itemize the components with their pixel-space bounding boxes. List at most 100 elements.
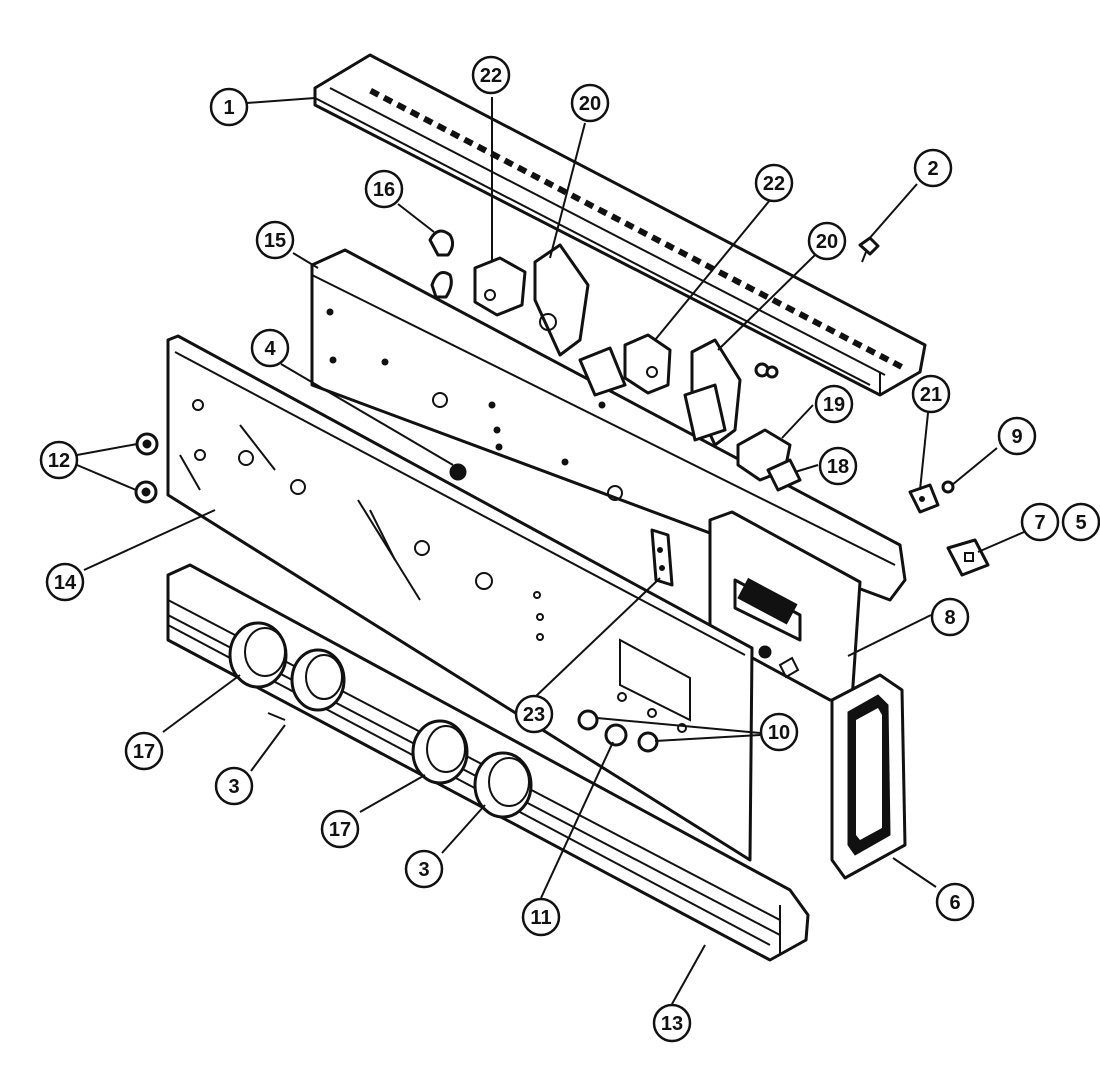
callout-number: 22	[763, 173, 785, 195]
vent-slot	[758, 290, 769, 300]
vent-slot	[798, 311, 810, 321]
vent-slot	[570, 192, 582, 203]
callout-number: 7	[1034, 512, 1045, 534]
callout-number: 13	[661, 1013, 683, 1035]
callout-circle	[209, 87, 249, 127]
nuts-12	[134, 432, 159, 504]
callout-number: 3	[228, 776, 239, 798]
vent-slot	[503, 157, 515, 168]
vent-slot	[637, 227, 649, 238]
callout-c10: 10	[759, 712, 799, 752]
callout-circle	[255, 220, 295, 260]
tab-3	[267, 712, 286, 721]
small-connector	[754, 362, 779, 379]
vent-slot	[409, 108, 421, 119]
vent-slot	[476, 143, 488, 154]
callout-circle	[404, 849, 444, 889]
callout-c22a: 22	[471, 55, 511, 95]
vent-slot	[825, 325, 836, 335]
callout-number: 14	[54, 572, 77, 594]
callout-labels: 1233456789101112131415161717181920202122…	[39, 55, 1100, 1043]
vent-slot	[516, 164, 528, 175]
vent-slot	[382, 94, 394, 105]
vent-slot	[650, 234, 662, 244]
buttons-10-11	[577, 709, 659, 753]
callout-circle	[514, 694, 554, 734]
callout-circle	[759, 712, 799, 752]
callout-number: 20	[579, 93, 601, 115]
callout-c8: 8	[930, 597, 970, 637]
vent-slot	[878, 353, 890, 363]
callout-c20a: 20	[570, 83, 610, 123]
callout-number: 9	[1011, 426, 1022, 448]
vent-slot	[463, 136, 474, 147]
callout-number: 10	[768, 722, 790, 744]
vent-slot	[623, 220, 635, 231]
callout-c19: 19	[814, 384, 854, 424]
callout-number: 3	[418, 859, 429, 881]
callout-c6: 6	[935, 882, 975, 922]
callout-c15: 15	[255, 220, 295, 260]
rear-control-panel	[310, 248, 907, 602]
callout-c20b: 20	[807, 221, 847, 261]
callout-number: 8	[944, 607, 955, 629]
vent-slot	[597, 206, 608, 217]
callout-c13: 13	[652, 1003, 692, 1043]
plate-23	[650, 528, 674, 587]
callout-c17a: 17	[124, 731, 164, 771]
callout-circle	[320, 809, 360, 849]
switch-22-right	[623, 333, 672, 395]
callout-c18: 18	[818, 446, 858, 486]
callout-number: 22	[480, 65, 502, 87]
bracket-18	[766, 458, 802, 492]
callout-circle	[1020, 502, 1060, 542]
callout-number: 18	[827, 456, 849, 478]
callout-number: 21	[920, 384, 942, 406]
callout-c14: 14	[45, 562, 85, 602]
callout-number: 2	[927, 158, 938, 180]
top-trim-strip	[313, 53, 927, 397]
callout-number: 4	[264, 338, 276, 360]
callout-c22b: 22	[754, 163, 794, 203]
callout-circle	[39, 440, 79, 480]
lens-frame-6	[830, 673, 907, 880]
vent-slot	[543, 178, 555, 189]
screw-2	[858, 236, 880, 263]
vent-slot	[892, 359, 903, 370]
callout-c1: 1	[209, 87, 249, 127]
callout-number: 15	[264, 230, 286, 252]
callout-circle	[250, 328, 290, 368]
callout-c3a: 3	[214, 766, 254, 806]
callout-circle	[570, 83, 610, 123]
callout-number: 20	[816, 231, 838, 253]
callout-number: 17	[329, 819, 351, 841]
callout-circle	[930, 597, 970, 637]
switch-22-left	[473, 256, 527, 317]
vent-slot	[744, 283, 756, 293]
infinite-switch-20-left	[533, 243, 590, 357]
callout-c4: 4	[250, 328, 290, 368]
plate-21	[908, 483, 940, 514]
knob-3-left	[290, 648, 346, 712]
callout-circle	[935, 882, 975, 922]
callout-circle	[997, 416, 1037, 456]
callout-circle	[521, 897, 561, 937]
callout-circle	[45, 562, 85, 602]
front-panel-14	[166, 334, 754, 862]
vent-slot	[369, 87, 380, 98]
callout-circle	[214, 766, 254, 806]
callout-c5: 5	[1061, 502, 1100, 542]
callout-circle	[814, 384, 854, 424]
knob-17-left	[228, 621, 288, 689]
vent-slot	[530, 171, 541, 182]
callout-c11: 11	[521, 897, 561, 937]
callout-circle	[913, 148, 953, 188]
vent-slot	[396, 101, 407, 112]
shaft-parts	[578, 346, 727, 442]
vent-slot	[784, 304, 796, 314]
callout-number: 5	[1075, 512, 1086, 534]
callout-number: 1	[223, 97, 234, 119]
clip-16	[428, 229, 455, 299]
connector-7	[946, 538, 990, 577]
